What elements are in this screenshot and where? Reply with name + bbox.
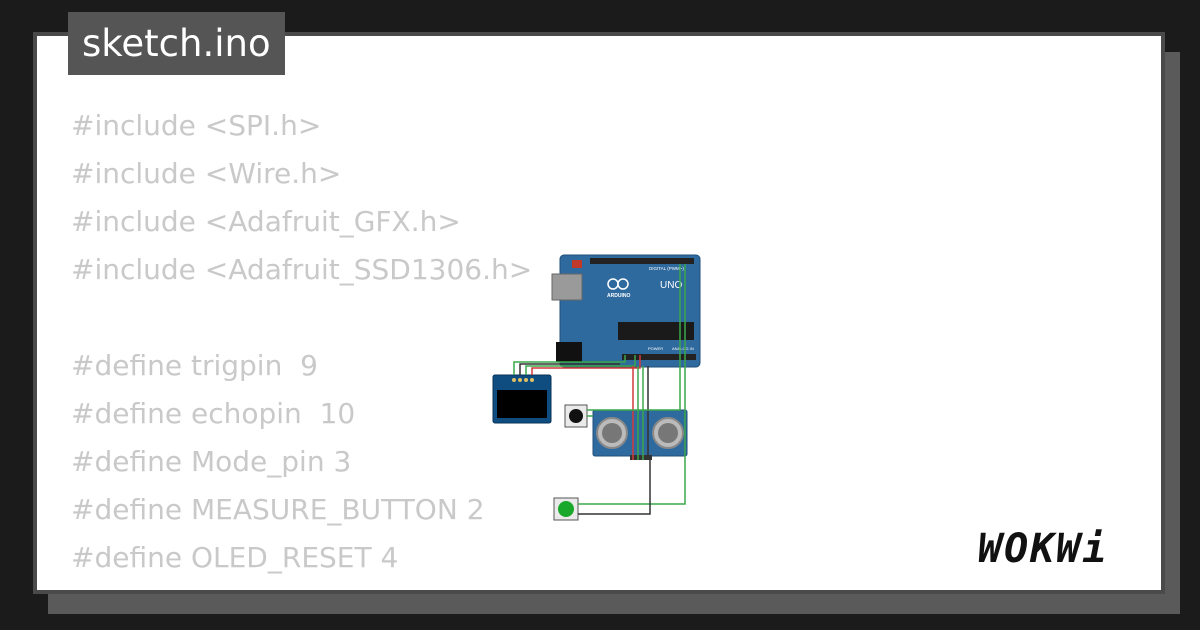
board-digital-label: DIGITAL (PWM~) bbox=[649, 266, 684, 271]
code-line: #define echopin 10 bbox=[71, 397, 356, 430]
file-name-tab: sketch.ino bbox=[68, 12, 285, 75]
code-line: #include <Adafruit_GFX.h> bbox=[71, 205, 461, 238]
wokwi-logo: WOKWi bbox=[978, 526, 1109, 572]
digital-header bbox=[590, 258, 694, 264]
oled-display[interactable] bbox=[492, 374, 552, 424]
code-line: #define trigpin 9 bbox=[71, 349, 318, 382]
reset-button bbox=[572, 260, 582, 268]
usb-port bbox=[551, 273, 583, 301]
code-line: #include <Wire.h> bbox=[71, 157, 342, 190]
atmega-chip bbox=[618, 322, 694, 340]
board-brand-label: ARDUINO bbox=[607, 293, 630, 299]
code-block: #include <SPI.h> #include <Wire.h> #incl… bbox=[71, 102, 532, 582]
board-analog-label: ANALOG IN bbox=[672, 346, 694, 351]
wires bbox=[513, 264, 686, 515]
circuit-diagram: DIGITAL (PWM~) UNO ARDUINO POWER ANALOG … bbox=[492, 254, 701, 521]
analog-header bbox=[622, 354, 696, 360]
code-line: #define MEASURE_BUTTON 2 bbox=[71, 493, 485, 526]
measure-push-button[interactable] bbox=[553, 497, 579, 521]
code-line bbox=[71, 294, 532, 342]
mode-push-button[interactable] bbox=[564, 404, 588, 428]
board-power-label: POWER bbox=[648, 346, 663, 351]
code-line: #include <SPI.h> bbox=[71, 109, 322, 142]
code-line: #define Mode_pin 3 bbox=[71, 445, 352, 478]
code-line: #define OLED_RESET 4 bbox=[71, 541, 399, 574]
ultrasonic-sensor[interactable] bbox=[592, 409, 688, 460]
power-jack bbox=[556, 342, 582, 362]
code-line: #include <Adafruit_SSD1306.h> bbox=[71, 253, 533, 286]
arduino-uno-board[interactable]: DIGITAL (PWM~) UNO ARDUINO POWER ANALOG … bbox=[551, 254, 701, 368]
board-model-label: UNO bbox=[660, 280, 682, 291]
